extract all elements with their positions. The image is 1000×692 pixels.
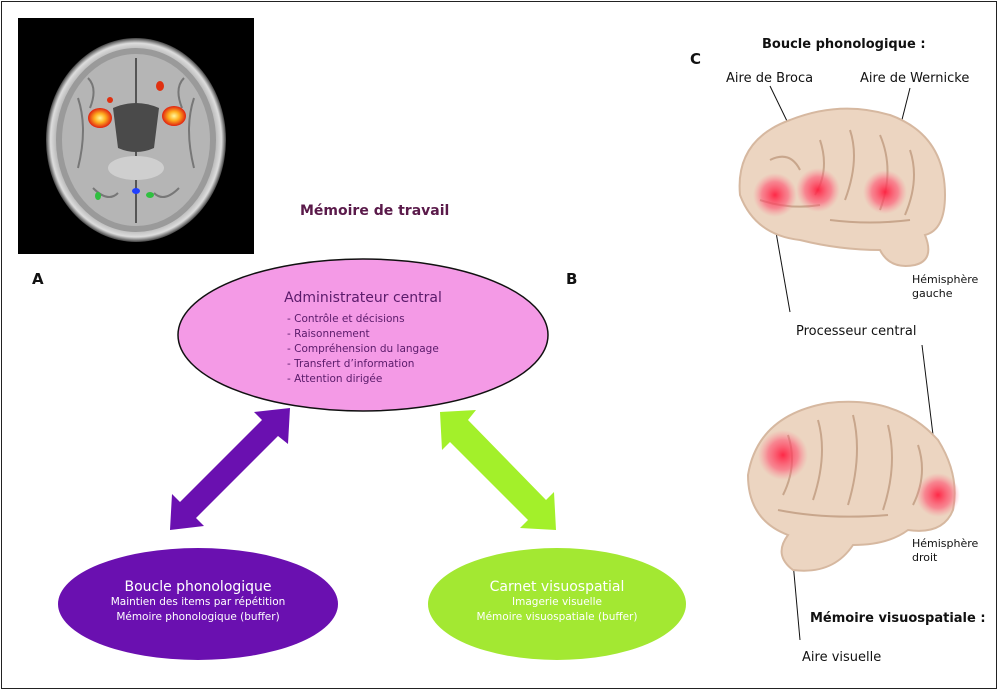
hemisphere-word: Hémisphère [912, 537, 979, 550]
phonological-loop-line: Maintien des items par répétition [110, 596, 286, 608]
fmri-scan-drawing [46, 38, 226, 242]
hemisphere-side: droit [912, 551, 938, 564]
visuospatial-ellipse [428, 548, 686, 660]
left-hemisphere-label: Hémisphère gauche [912, 273, 978, 301]
double-arrow-purple [170, 408, 290, 530]
hemisphere-word: Hémisphère [912, 273, 979, 286]
visuospatial-line: Mémoire visuospatiale (buffer) [476, 611, 638, 623]
central-processor-label: Processeur central [796, 324, 917, 339]
panel-label-a: A [32, 270, 44, 288]
phonological-loop-text: Boucle phonologique Maintien des items p… [56, 579, 340, 625]
panel-label-c: C [690, 50, 702, 68]
broca-label: Aire de Broca [726, 71, 814, 86]
diagram-title: Mémoire de travail [300, 203, 450, 219]
visuospatial-text: Carnet visuospatial Imagerie visuelle Mé… [426, 579, 688, 625]
phonological-loop-ellipse [58, 548, 338, 660]
hemisphere-side: gauche [912, 287, 953, 300]
panel-label-b: B [566, 270, 578, 288]
visuospatial-title: Carnet visuospatial [489, 579, 625, 595]
central-item: - Contrôle et décisions [287, 313, 405, 325]
central-executive-list: - Contrôle et décisions - Raisonnement -… [287, 312, 487, 387]
central-item: - Compréhension du langage [287, 343, 439, 355]
phonological-loop-line: Mémoire phonologique (buffer) [116, 611, 280, 623]
central-item: - Raisonnement [287, 328, 370, 340]
central-item: - Transfert d’information [287, 358, 415, 370]
right-hemisphere-label: Hémisphère droit [912, 537, 978, 565]
right-hemisphere-brain [746, 400, 960, 572]
visuospatial-line: Imagerie visuelle [512, 596, 602, 608]
central-executive-ellipse [177, 258, 549, 412]
central-item: - Attention dirigée [287, 373, 383, 385]
visuospatial-heading: Mémoire visuospatiale : [810, 611, 986, 626]
left-hemisphere-brain [738, 107, 947, 267]
phonological-loop-title: Boucle phonologique [124, 579, 272, 595]
central-executive-title: Administrateur central [284, 290, 442, 306]
double-arrow-green [440, 410, 556, 530]
wernicke-label: Aire de Wernicke [860, 71, 970, 86]
visual-area-label: Aire visuelle [802, 650, 882, 665]
phonological-heading: Boucle phonologique : [762, 37, 926, 52]
fmri-scan-image [18, 18, 254, 254]
